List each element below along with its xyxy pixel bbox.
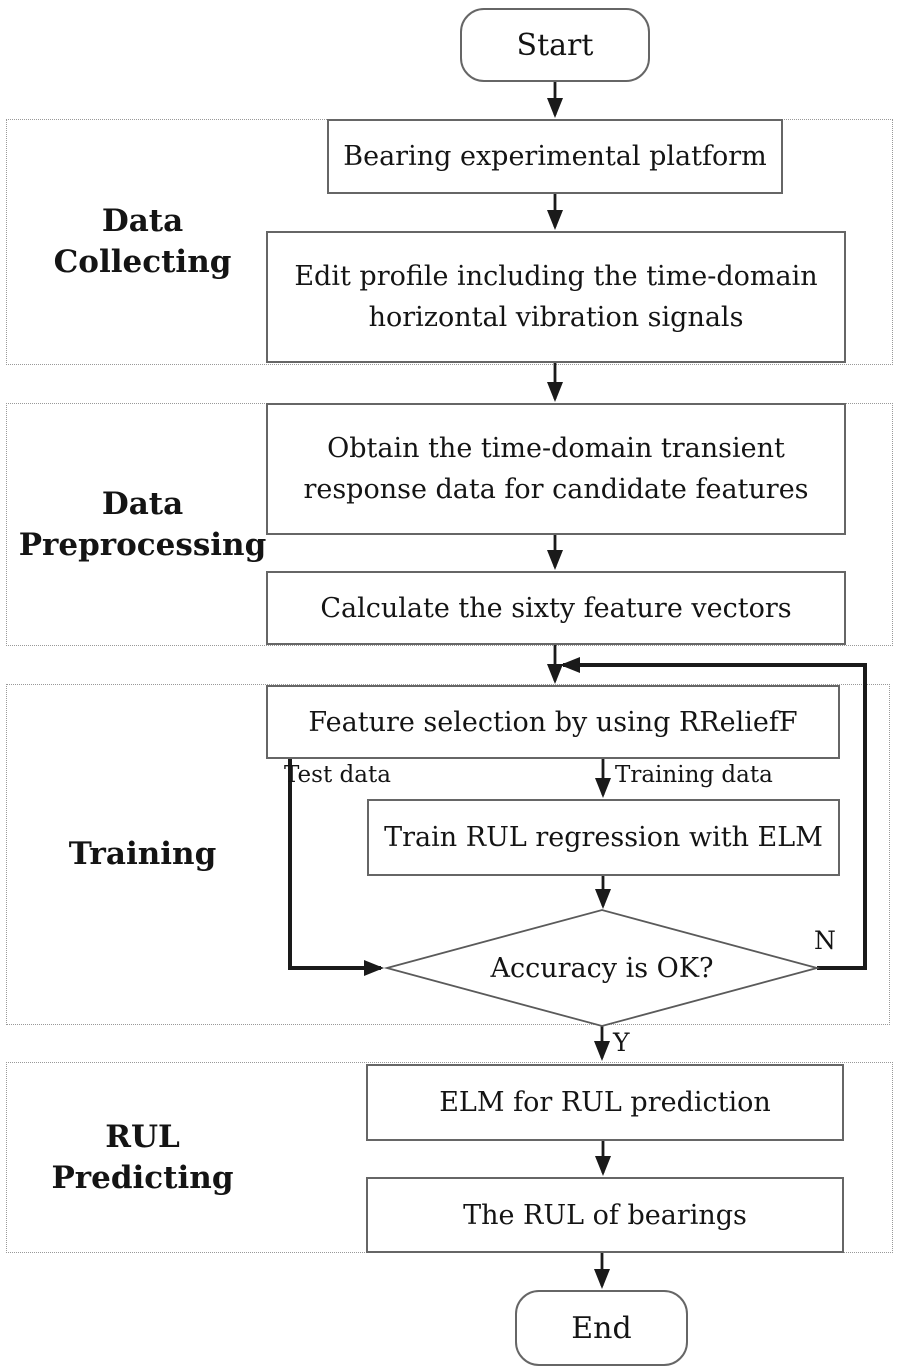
start-node: Start [460, 8, 650, 82]
node-text: Train RUL regression with ELM [384, 822, 823, 853]
group-label-line: RUL [105, 1118, 180, 1155]
node-text: Feature selection by using RReliefF [308, 706, 798, 738]
end-node: End [515, 1290, 688, 1366]
group-label-line: Preprocessing [18, 526, 267, 563]
node-text: Accuracy is OK? [490, 952, 714, 984]
node-text: response data for candidate features [303, 474, 809, 505]
group-training: Training [6, 684, 890, 1025]
process-box-elm-prediction: ELM for RUL prediction [366, 1064, 844, 1141]
group-label-line: Data [101, 203, 184, 239]
group-label-rul-predicting: RUL Predicting [15, 1063, 270, 1252]
node-text: Obtain the time-domain transient [327, 433, 785, 464]
process-box-edit-profile: Edit profile including the time-domain h… [266, 231, 846, 363]
process-box-calculate-features: Calculate the sixty feature vectors [266, 571, 846, 645]
group-rul-predicting: RUL Predicting [6, 1062, 893, 1253]
process-box-rul-of-bearings: The RUL of bearings [366, 1177, 844, 1253]
edge-label-no: N [814, 926, 836, 955]
node-text: The RUL of bearings [463, 1199, 747, 1231]
group-label-line: Data [101, 485, 184, 522]
group-data-collecting: Data Collecting [6, 119, 893, 365]
group-label-training: Training [15, 685, 270, 1024]
process-box-train-elm: Train RUL regression with ELM [367, 799, 840, 876]
group-data-preprocessing: Data Preprocessing [6, 403, 893, 646]
edge-label-test-data: Test data [284, 762, 391, 788]
arrow-no-loop [560, 657, 867, 970]
decision-diamond [383, 909, 821, 1027]
group-label-data-collecting: Data Collecting [15, 120, 270, 364]
group-label-line: Predicting [51, 1159, 234, 1196]
process-box-obtain-response: Obtain the time-domain transient respons… [266, 403, 846, 535]
node-text: Edit profile including the time-domain [294, 261, 818, 292]
group-label-line: Collecting [53, 244, 232, 280]
group-label-data-preprocessing: Data Preprocessing [15, 404, 270, 645]
node-text: ELM for RUL prediction [439, 1087, 771, 1118]
process-box-feature-selection: Feature selection by using RReliefF [266, 685, 840, 759]
group-label-line: Training [68, 836, 217, 872]
node-text: Calculate the sixty feature vectors [320, 592, 792, 624]
arrow-test-data [288, 759, 384, 976]
edge-label-yes: Y [613, 1028, 630, 1057]
edge-label-training-data: Training data [615, 762, 773, 788]
node-text: horizontal vibration signals [368, 302, 744, 333]
node-text: Bearing experimental platform [343, 141, 767, 172]
process-box-bearing-platform: Bearing experimental platform [327, 119, 783, 194]
node-text: Start [516, 27, 594, 63]
node-text: End [571, 1310, 632, 1346]
decision-accuracy-label: Accuracy is OK? [427, 942, 777, 994]
